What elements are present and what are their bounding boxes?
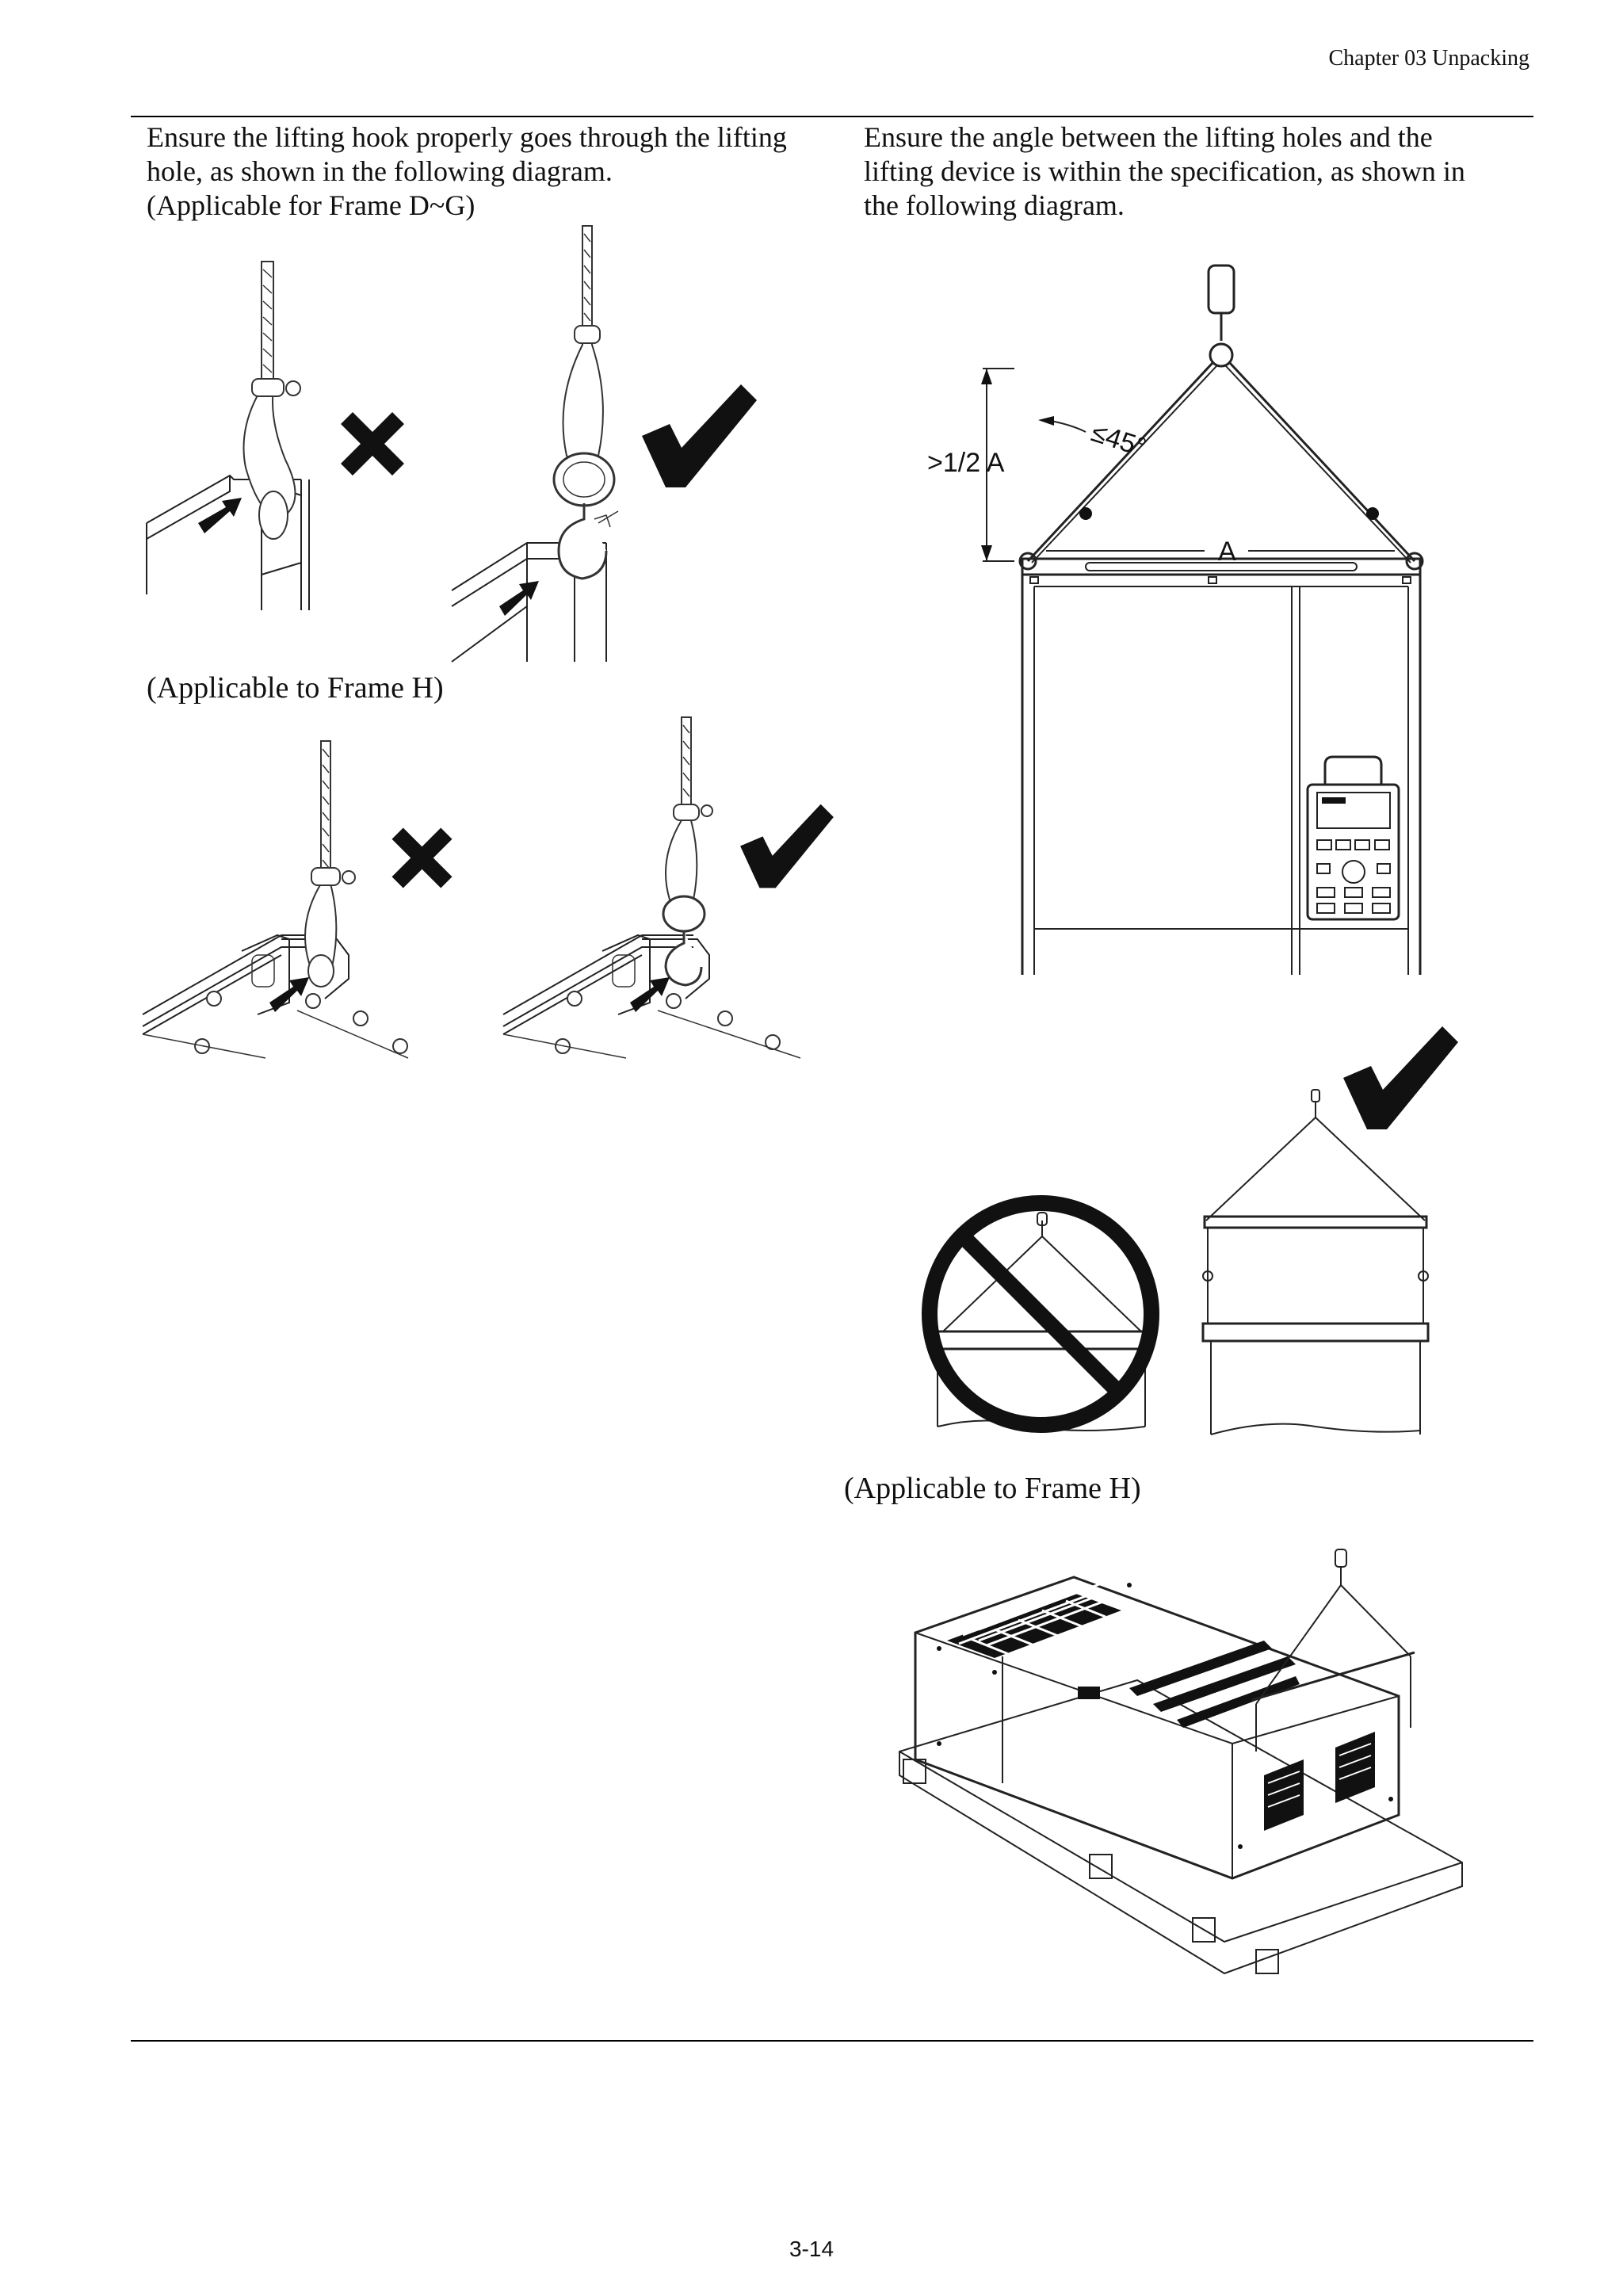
correct-check-icon: [740, 804, 834, 888]
left-instruction-line: hole, as shown in the following diagram.: [147, 155, 613, 187]
dim-height-label: >1/2 A: [927, 448, 1005, 478]
dim-width-label: A: [1218, 537, 1236, 567]
correct-check-icon: [642, 384, 757, 487]
hook-wrong-diagram-h: [142, 740, 409, 1059]
correct-check-icon: [1343, 1026, 1458, 1129]
chapter-header: Chapter 03 Unpacking: [1328, 46, 1530, 71]
right-instruction-line: lifting device is within the specificati…: [864, 155, 1465, 187]
page-number: 3-14: [789, 2237, 834, 2261]
correct-sling-diagram: [1201, 1089, 1430, 1435]
right-instruction-line: Ensure the angle between the lifting hol…: [864, 121, 1433, 153]
hook-correct-diagram-dg: [451, 225, 619, 663]
wrong-x-icon: [341, 412, 404, 476]
hook-wrong-diagram-dg: [146, 261, 310, 610]
prohibited-short-sling-diagram: [922, 1195, 1159, 1433]
left-instruction-line: (Applicable for Frame D~G): [147, 189, 475, 221]
dim-angle-label: ≤45°: [1088, 417, 1150, 463]
right-frame-h-caption: (Applicable to Frame H): [844, 1472, 1141, 1505]
header-rule: [131, 116, 1533, 117]
hook-correct-diagram-h: [502, 716, 801, 1059]
left-instruction-line: Ensure the lifting hook properly goes th…: [147, 121, 787, 153]
right-instruction: Ensure the angle between the lifting hol…: [864, 120, 1545, 223]
left-frame-h-caption: (Applicable to Frame H): [147, 671, 444, 705]
frame-h-lifting-diagram: [899, 1549, 1463, 1975]
right-instruction-line: the following diagram.: [864, 189, 1125, 221]
vent-grid: [947, 1580, 1121, 1658]
chassis-screws: [937, 1583, 1393, 1849]
lifting-angle-diagram: A >1/2 A ≤45°: [927, 264, 1424, 975]
footer-rule: [131, 2040, 1533, 2042]
wrong-x-icon: [391, 827, 453, 888]
left-instruction: Ensure the lifting hook properly goes th…: [147, 120, 844, 223]
